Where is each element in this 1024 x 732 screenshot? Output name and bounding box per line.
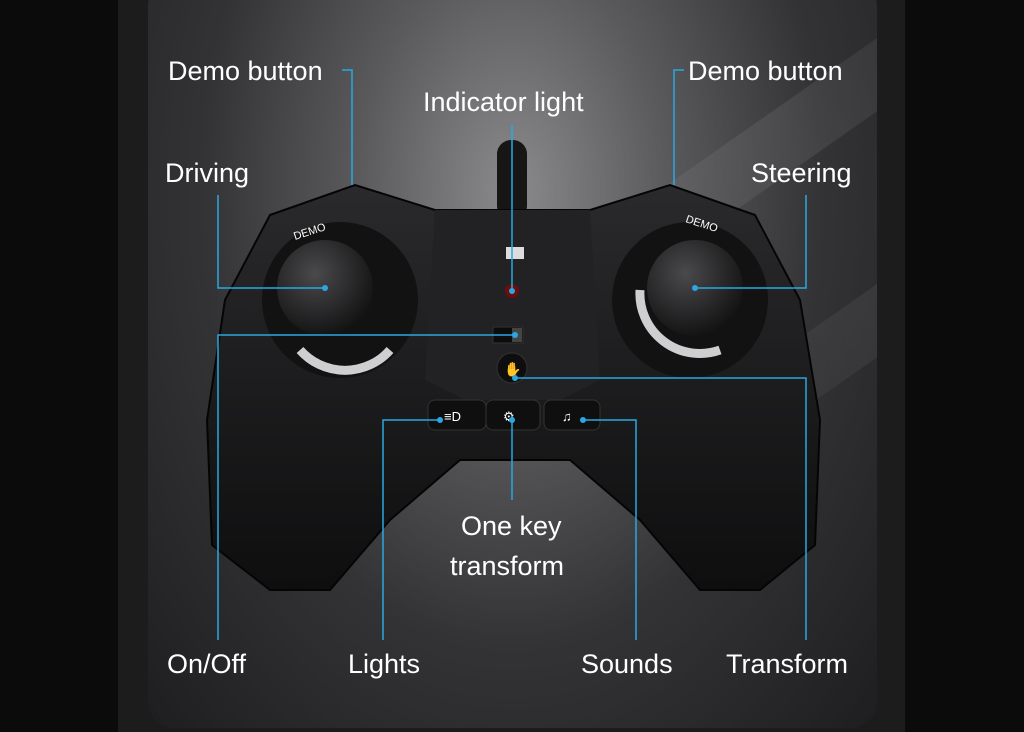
sounds-button[interactable] <box>543 399 601 431</box>
label-on-off: On/Off <box>167 649 247 679</box>
label-demo-button-left: Demo button <box>168 56 323 86</box>
label-one-key-line1: One key <box>461 511 562 541</box>
svg-text:≡D: ≡D <box>444 409 461 424</box>
transform-button[interactable] <box>496 352 528 384</box>
label-sounds: Sounds <box>581 649 673 679</box>
svg-text:⚙: ⚙ <box>503 409 515 424</box>
callout-lines <box>217 69 807 640</box>
label-indicator-light: Indicator light <box>423 87 584 117</box>
label-transform: Transform <box>726 649 849 679</box>
label-demo-button-right: Demo button <box>688 56 843 86</box>
label-one-key-line2: transform <box>450 551 565 581</box>
svg-text:♫: ♫ <box>562 409 572 424</box>
one-key-transform-button[interactable] <box>485 399 541 431</box>
label-steering: Steering <box>751 158 852 188</box>
label-lights: Lights <box>348 649 421 679</box>
label-driving: Driving <box>165 158 250 188</box>
svg-text:✋: ✋ <box>504 361 521 377</box>
